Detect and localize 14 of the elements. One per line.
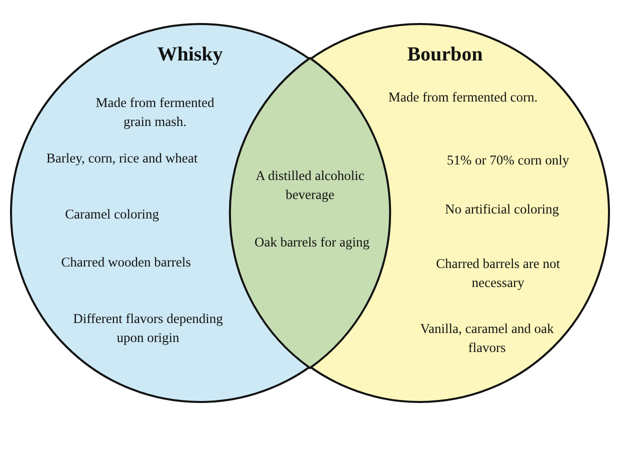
- circle-heading: Whisky: [156, 46, 224, 64]
- venn-item-text: Made from fermented grain mash.: [94, 94, 216, 131]
- venn-item-text: Charred barrels are not necessary: [434, 255, 562, 292]
- venn-item-text: Vanilla, caramel and oak flavors: [419, 320, 555, 357]
- circle-heading: Bourbon: [406, 46, 484, 64]
- venn-item-text: Barley, corn, rice and wheat: [45, 150, 199, 168]
- venn-item-text: 51% or 70% corn only: [446, 152, 570, 170]
- venn-item-text: No artificial coloring: [444, 200, 560, 218]
- venn-item-text: A distilled alcoholic beverage: [254, 167, 366, 204]
- venn-item-text: Caramel coloring: [64, 206, 160, 224]
- venn-item-text: Made from fermented corn.: [387, 88, 539, 106]
- venn-item-text: Different flavors depending upon origin: [72, 310, 224, 347]
- venn-item-text: Charred wooden barrels: [60, 254, 192, 272]
- venn-item-text: Oak barrels for aging: [253, 234, 371, 252]
